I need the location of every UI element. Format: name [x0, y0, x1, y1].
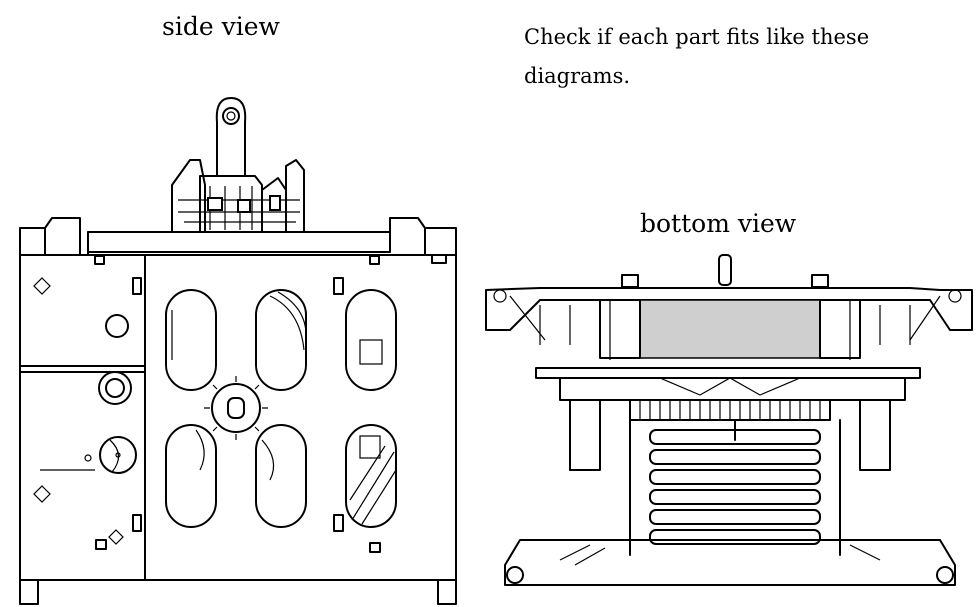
lever-pivot — [222, 107, 240, 125]
bottom-view-drawing — [485, 254, 973, 586]
side-view-title: side view — [162, 12, 280, 41]
bottom-view-title: bottom view — [640, 209, 797, 238]
top-frame — [485, 287, 973, 331]
top-mechanism — [171, 159, 305, 233]
base — [504, 539, 956, 586]
center-gear — [204, 376, 268, 440]
side-body — [19, 254, 457, 581]
window-top-middle — [255, 289, 307, 391]
window-bottom-middle — [255, 424, 307, 528]
top-rail — [87, 231, 391, 253]
drum — [639, 299, 821, 359]
window-top-left — [165, 289, 217, 391]
fins — [629, 399, 831, 421]
instruction-text: Check if each part fits like these diagr… — [524, 25, 870, 88]
stacked-plates — [649, 429, 821, 545]
side-view-drawing — [19, 97, 457, 605]
window-top-right — [345, 289, 397, 391]
lever-arm — [215, 97, 247, 177]
window-bottom-left — [165, 424, 217, 528]
window-bottom-right — [345, 424, 397, 528]
